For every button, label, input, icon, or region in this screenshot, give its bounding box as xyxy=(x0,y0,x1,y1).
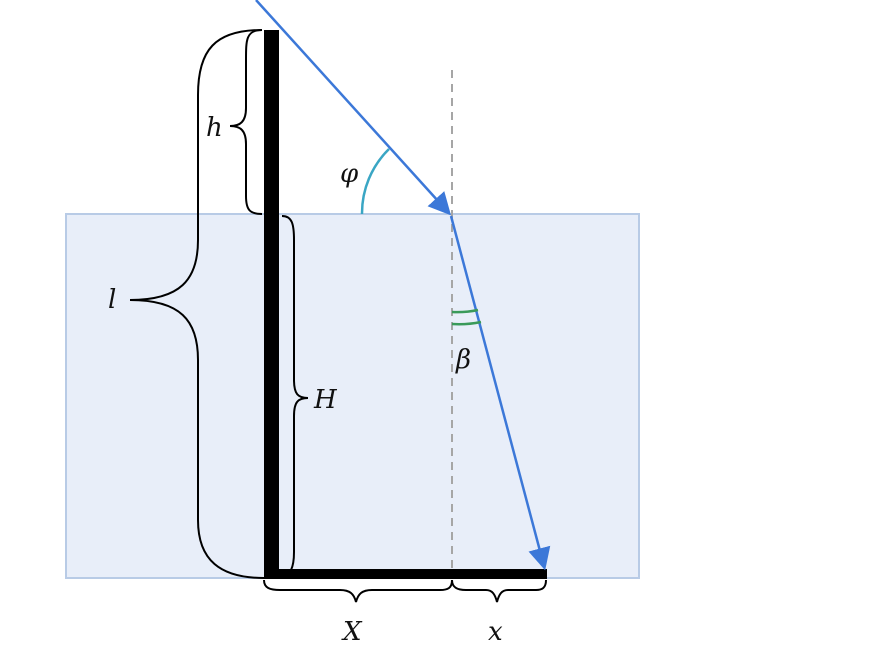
incident-ray xyxy=(255,0,452,216)
refracted-ray xyxy=(449,215,551,571)
label-x: x xyxy=(488,617,503,647)
label-beta: β xyxy=(455,345,471,375)
label-X: X xyxy=(341,617,363,647)
brace-h xyxy=(229,29,263,215)
water-region xyxy=(65,213,640,579)
brace-H xyxy=(281,215,309,577)
brace-X xyxy=(263,579,453,603)
brace-l xyxy=(129,29,265,579)
label-h: h xyxy=(206,113,223,143)
angle-beta-arc-outer xyxy=(451,308,479,314)
label-phi: φ xyxy=(340,159,359,189)
vertical-pole xyxy=(264,30,279,578)
label-H: H xyxy=(313,385,338,415)
angle-beta-arc-inner xyxy=(451,320,482,326)
angle-phi-arc xyxy=(360,148,390,215)
label-l: l xyxy=(108,285,116,315)
bottom-shadow-bar xyxy=(264,569,547,579)
brace-x xyxy=(451,579,547,603)
